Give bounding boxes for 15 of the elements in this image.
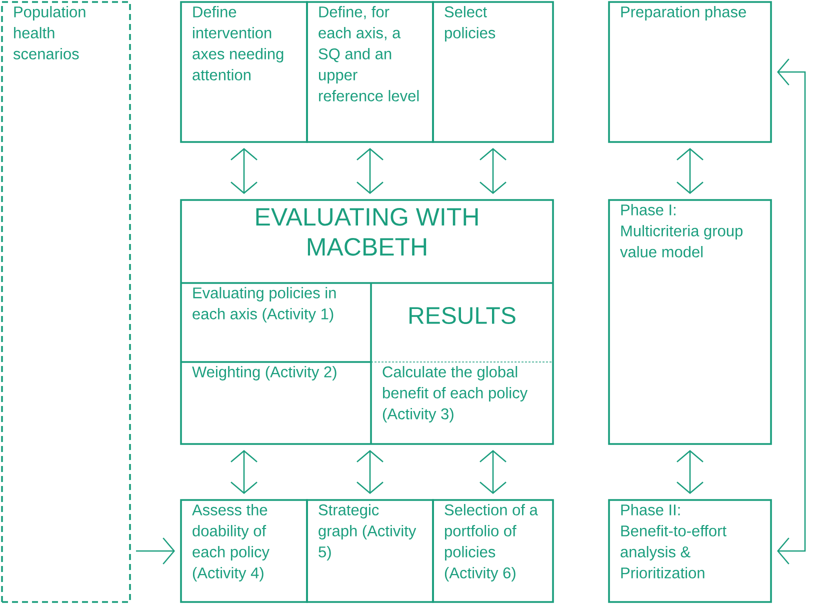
process-box: Phase I: Multicriteria group value model	[608, 199, 772, 445]
process-box: Strategic graph (Activity 5)	[306, 499, 434, 603]
text-cell: Weighting (Activity 2)	[192, 366, 336, 380]
scenario-box: Population health scenarios	[1, 1, 131, 603]
text-cell: Calculate the global benefit of each policy (Activity 3)	[382, 366, 528, 422]
process-box: Define intervention axes needing attention	[180, 1, 308, 143]
arrow	[777, 58, 806, 564]
process-box: Phase II: Benefit-to-effort analysis & Prioritization	[608, 499, 772, 603]
process-box: Assess the doability of each policy (Activity 4)	[180, 499, 308, 603]
results-heading: RESULTS	[410, 307, 516, 324]
text-cell: Evaluating policies in each axis (Activity 1)	[192, 287, 336, 322]
process-box: Select policies	[432, 1, 554, 143]
process-box: Selection of a portfolio of policies (Activity 6)	[432, 499, 554, 603]
process-box: Preparation phase	[608, 1, 772, 143]
process-box: Define, for each axis, a SQ and an upper reference level	[306, 1, 434, 143]
